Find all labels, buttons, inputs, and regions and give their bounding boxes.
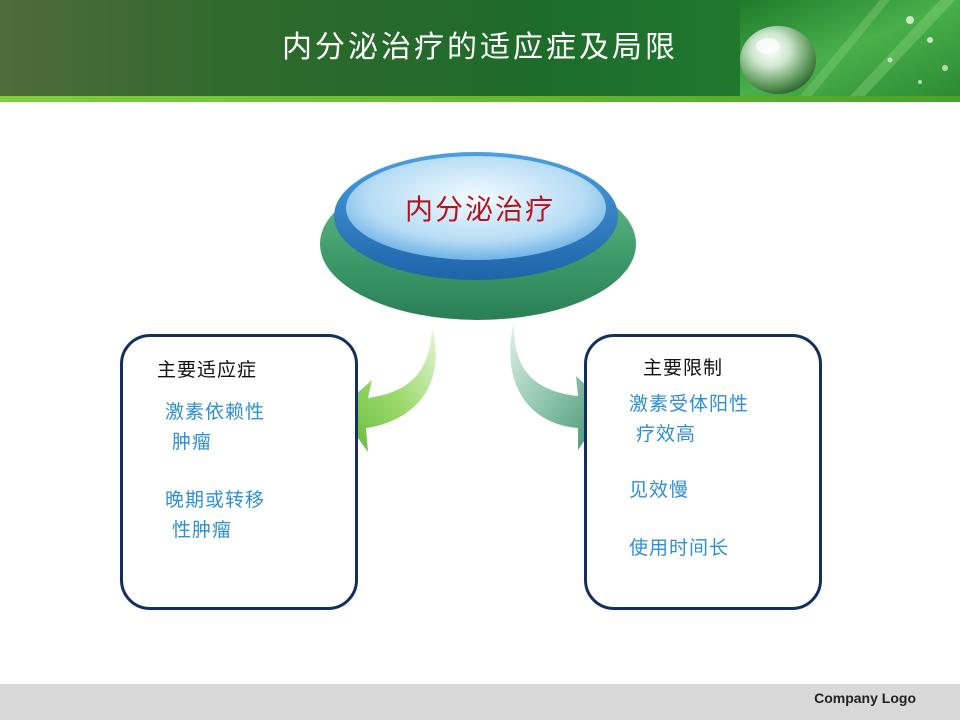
limitations-box: 主要限制 激素受体阳性 疗效高 见效慢 使用时间长 [584,334,822,610]
indication-item: 晚期或转移 性肿瘤 [165,489,266,541]
water-drop-leaf-image [740,0,960,96]
footer-bar: Company Logo [0,684,960,720]
limitation-item: 见效慢 [629,479,690,501]
header-stripe [0,96,960,102]
indications-box: 主要适应症 激素依赖性 肿瘤 晚期或转移 性肿瘤 [120,334,358,610]
center-ellipse [334,152,618,280]
limitations-title: 主要限制 [643,357,724,379]
left-curved-arrow [338,328,436,452]
slide-title: 内分泌治疗的适应症及局限 [282,30,678,65]
indication-item: 激素依赖性 肿瘤 [165,401,266,453]
right-curved-arrow [510,322,608,450]
limitation-item: 激素受体阳性 疗效高 [629,393,750,445]
company-logo: Company Logo [814,690,916,706]
header-banner: 内分泌治疗的适应症及局限 [0,0,960,96]
indications-title: 主要适应症 [157,359,258,381]
limitation-item: 使用时间长 [629,537,730,559]
center-label: 内分泌治疗 [404,193,555,226]
